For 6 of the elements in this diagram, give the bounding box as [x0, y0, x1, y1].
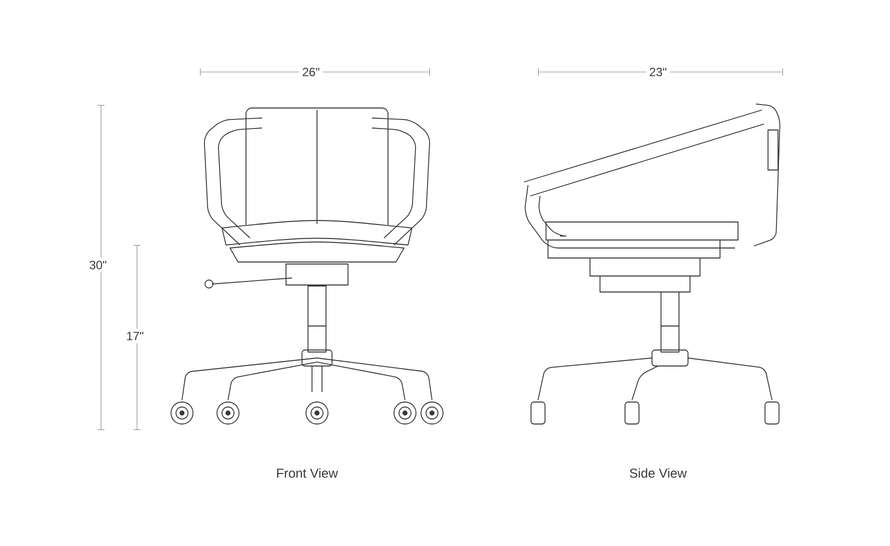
dimension-label: 23" — [646, 64, 670, 80]
dimension-label: 26" — [299, 64, 323, 80]
dimension-label: 30" — [86, 258, 110, 272]
view-caption: Front View — [277, 468, 338, 478]
view-caption: Side View — [630, 468, 687, 478]
dimension-label: 17" — [123, 328, 147, 344]
